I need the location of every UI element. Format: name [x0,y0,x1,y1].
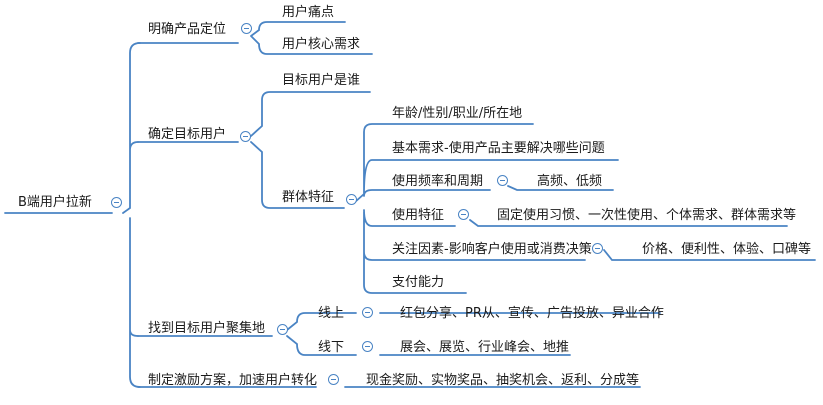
branch-incentive-plan[interactable]: 制定激励方案，加速用户转化 [148,373,318,388]
online-collapse-icon[interactable] [362,307,373,318]
branch-user-gathering-places[interactable]: 找到目标用户聚集地 [148,321,266,336]
branch3-collapse-icon[interactable] [277,324,288,335]
root-node[interactable]: B端用户拉新 [18,195,92,210]
leaf-user-core-needs[interactable]: 用户核心需求 [282,37,361,52]
node-usage-characteristics[interactable]: 使用特征 [392,208,445,223]
node-frequency-cycle[interactable]: 使用频率和周期 [392,174,484,189]
frequency-collapse-icon[interactable] [497,175,508,186]
leaf-usage-detail[interactable]: 固定使用习惯、一次性使用、个体需求、群体需求等 [497,208,797,223]
leaf-payment-ability[interactable]: 支付能力 [392,275,445,290]
branch-target-users[interactable]: 确定目标用户 [148,127,227,142]
branch2-collapse-icon[interactable] [240,131,251,142]
leaf-who-are-target-users[interactable]: 目标用户是谁 [282,73,361,88]
leaf-factors-detail[interactable]: 价格、便利性、体验、口碑等 [642,242,812,257]
node-group-features[interactable]: 群体特征 [282,190,335,205]
branch1-collapse-icon[interactable] [241,23,252,34]
features-connector [354,123,619,294]
leaf-incentive-detail[interactable]: 现金奖励、实物奖品、抽奖机会、返利、分成等 [366,373,640,388]
factors-collapse-icon[interactable] [592,243,603,254]
usage-collapse-icon[interactable] [458,209,469,220]
branch3-connector [286,312,357,356]
frequency-detail-line [507,185,614,191]
leaf-user-pain-points[interactable]: 用户痛点 [282,5,335,20]
usage-detail-line [469,219,788,227]
leaf-offline-detail[interactable]: 展会、展览、行业峰会、地推 [400,340,570,355]
leaf-frequency-detail[interactable]: 高频、低频 [537,174,603,189]
node-online[interactable]: 线上 [318,306,345,321]
offline-collapse-icon[interactable] [362,341,373,352]
node-focus-factors[interactable]: 关注因素-影响客户使用或消费决策 [392,242,592,257]
leaf-basic-needs[interactable]: 基本需求-使用产品主要解决哪些问题 [392,141,605,156]
branch1-connector [250,21,373,55]
node-offline[interactable]: 线下 [318,340,345,355]
features-collapse-icon[interactable] [346,194,357,205]
root-spine [122,42,141,388]
branch4-collapse-icon[interactable] [328,374,339,385]
factor-detail-line [603,249,816,261]
root-collapse-icon[interactable] [111,197,122,208]
branch2-connector [250,91,371,209]
branch-product-positioning[interactable]: 明确产品定位 [148,22,227,37]
leaf-age-gender-job-location[interactable]: 年龄/性别/职业/所在地 [392,106,523,121]
leaf-online-detail[interactable]: 红包分享、PR从、宣传、广告投放、异业合作 [400,306,664,321]
